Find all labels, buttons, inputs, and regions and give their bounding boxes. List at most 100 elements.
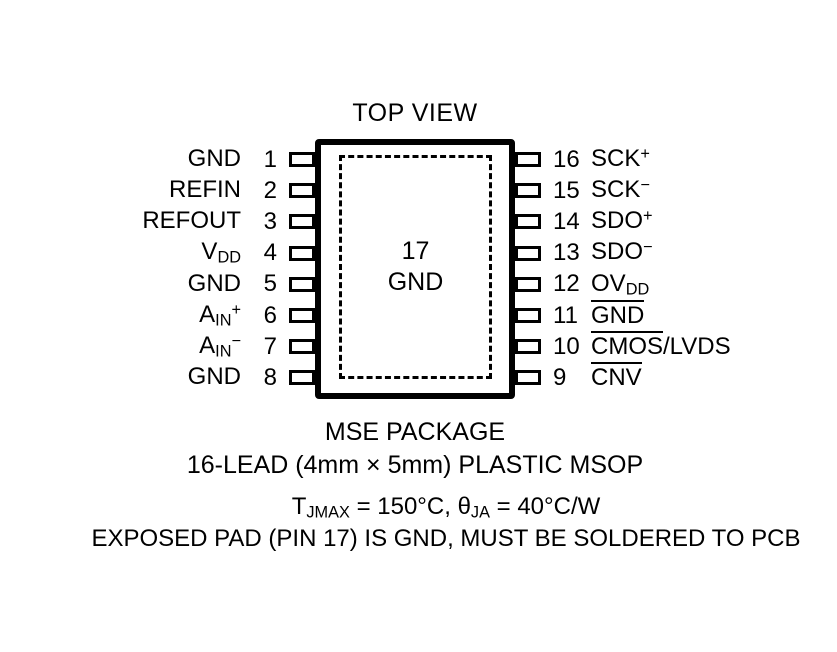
label-text: A: [199, 331, 216, 359]
pin-row-11: 11 GND: [515, 299, 837, 332]
pin-row-13: 13 SDO−: [515, 238, 837, 269]
pin-label: GND: [188, 363, 241, 393]
pin-label: CNV: [591, 362, 642, 394]
pin-stub-icon: [515, 183, 541, 199]
note-text: = 40°C/W: [489, 493, 601, 520]
pin-label: REFIN: [169, 176, 241, 206]
label-subscript: DD: [625, 280, 650, 299]
pin-number: 4: [263, 239, 277, 267]
pin-stub-icon: [289, 152, 315, 168]
pin-row-7: AIN− 7: [0, 331, 315, 362]
pin-row-2: REFIN 2: [0, 175, 315, 206]
left-pin-column: GND 1 REFIN 2 REFOUT 3 VDD 4 GND 5 AIN+ …: [0, 144, 315, 394]
pin-stub-icon: [289, 276, 315, 292]
label-text: A: [199, 300, 216, 328]
pin-number: 7: [263, 332, 277, 360]
pin-label: SCK−: [591, 176, 650, 206]
pin-row-6: AIN+ 6: [0, 300, 315, 331]
label-overline: CMOS: [591, 330, 663, 360]
label-subscript: DD: [217, 248, 241, 267]
label-text: REFIN: [169, 175, 241, 203]
pin-label: GND: [188, 145, 241, 175]
label-text: GND: [187, 269, 241, 297]
label-text: GND: [187, 144, 241, 172]
pin-row-5: GND 5: [0, 269, 315, 300]
exposed-pad-note: EXPOSED PAD (PIN 17) IS GND, MUST BE SOL…: [91, 525, 801, 552]
label-overline: CNV: [591, 362, 642, 392]
pin-stub-icon: [515, 339, 541, 355]
pin-stub-icon: [289, 183, 315, 199]
pin-number: 16: [553, 145, 580, 173]
chip-body: 17 GND: [315, 139, 515, 399]
pin-label: AIN−: [199, 332, 241, 362]
pin-stub-icon: [289, 245, 315, 261]
pin-label: OVDD: [591, 270, 649, 300]
pin-number: 14: [553, 207, 580, 235]
right-pin-column: 16 SCK+ 15 SCK− 14 SDO+ 13 SDO− 12 OVDD …: [515, 144, 837, 394]
pin-label: CMOS/LVDS: [591, 330, 731, 363]
label-text: SDO: [591, 207, 644, 235]
pin-stub-icon: [515, 214, 541, 230]
pin-stub-icon: [515, 308, 541, 324]
label-superscript: +: [643, 207, 653, 226]
pin-row-10: 10 CMOS/LVDS: [515, 330, 837, 363]
label-text: SCK: [591, 175, 641, 203]
label-superscript: −: [643, 238, 653, 257]
pin-number: 6: [263, 301, 277, 329]
note-text: = 150°C, θ: [349, 493, 471, 520]
top-view-title: TOP VIEW: [352, 99, 478, 127]
pin-label: GND: [188, 270, 241, 300]
pin-label: SDO−: [591, 238, 653, 268]
label-text: OV: [591, 269, 626, 297]
label-subscript: IN: [215, 311, 232, 330]
pin-stub-icon: [289, 214, 315, 230]
pad-number: 17: [401, 237, 430, 265]
pin-label: GND: [591, 299, 645, 332]
pin-row-8: GND 8: [0, 362, 315, 393]
note-subscript: JMAX: [306, 503, 350, 522]
pin-stub-icon: [515, 276, 541, 292]
pin-label: REFOUT: [142, 207, 241, 237]
pin-row-3: REFOUT 3: [0, 206, 315, 237]
note-subscript: JA: [470, 503, 490, 522]
pin-stub-icon: [515, 370, 541, 386]
exposed-pad: 17 GND: [339, 155, 492, 379]
pin-number: 10: [553, 332, 580, 360]
pin-stub-icon: [289, 370, 315, 386]
label-superscript: +: [231, 300, 241, 319]
pin-number: 13: [553, 239, 580, 267]
pin-row-4: VDD 4: [0, 238, 315, 269]
package-name: MSE PACKAGE: [324, 418, 506, 446]
package-description: 16-LEAD (4mm × 5mm) PLASTIC MSOP: [186, 451, 644, 479]
pin-row-12: 12 OVDD: [515, 269, 837, 300]
pin-row-1: GND 1: [0, 144, 315, 175]
label-superscript: +: [640, 144, 650, 163]
label-post: /LVDS: [663, 332, 731, 360]
pin-row-14: 14 SDO+: [515, 206, 837, 237]
pin-label: AIN+: [199, 301, 241, 331]
pin-row-9: 9 CNV: [515, 362, 837, 393]
pin-number: 15: [553, 176, 580, 204]
label-text: REFOUT: [142, 207, 241, 235]
label-subscript: IN: [215, 342, 232, 361]
pin-number: 1: [263, 145, 277, 173]
pin-number: 11: [553, 301, 578, 329]
label-text: SCK: [591, 144, 641, 172]
label-superscript: −: [231, 332, 241, 351]
label-text: SDO: [591, 238, 644, 266]
thermal-note: TJMAX = 150°C, θJA = 40°C/W: [56, 493, 836, 523]
pin-stub-icon: [515, 245, 541, 261]
pin-label: SCK+: [591, 145, 650, 175]
label-text: GND: [187, 363, 241, 391]
pin-stub-icon: [515, 152, 541, 168]
note-text: T: [291, 493, 307, 520]
pin-number: 3: [263, 207, 277, 235]
pin-label: SDO+: [591, 207, 653, 237]
pin-stub-icon: [289, 308, 315, 324]
pin-row-15: 15 SCK−: [515, 175, 837, 206]
pin-label: VDD: [201, 238, 241, 268]
label-text: V: [201, 238, 218, 266]
label-overline: GND: [591, 299, 645, 329]
pin-row-16: 16 SCK+: [515, 144, 837, 175]
